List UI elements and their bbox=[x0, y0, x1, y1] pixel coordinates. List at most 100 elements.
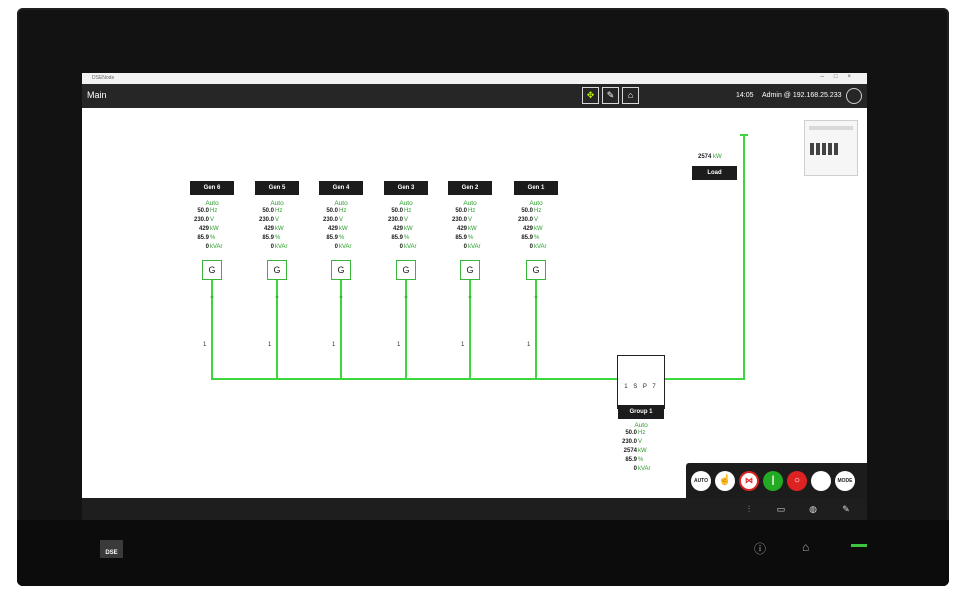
keyboard-icon[interactable]: ▭ bbox=[776, 504, 786, 514]
breaker-icon[interactable]: = bbox=[275, 295, 279, 301]
breaker-id: 1 bbox=[397, 342, 401, 348]
pen-icon[interactable]: ✎ bbox=[602, 87, 619, 104]
breaker-icon[interactable]: = bbox=[468, 295, 472, 301]
breaker-icon[interactable]: = bbox=[339, 295, 343, 301]
generator-kvar: 0kVAr bbox=[270, 244, 288, 250]
user-info: Admin @ 192.168.25.233 bbox=[762, 92, 842, 99]
toolbar: ✥ ✎ ⌂ bbox=[582, 87, 639, 104]
generator-v: 230.0V bbox=[517, 217, 539, 223]
generator-hz: 50.0Hz bbox=[197, 208, 218, 214]
generator-pf: 85.9% bbox=[521, 235, 540, 241]
screen-taskbar: ⫶ ▭ ◍ ✎ bbox=[82, 498, 867, 520]
move-icon[interactable]: ✥ bbox=[582, 87, 599, 104]
sliders-icon[interactable]: ⫶ bbox=[747, 504, 751, 514]
generator-hz: 50.0Hz bbox=[391, 208, 412, 214]
clock: 14:05 bbox=[736, 92, 754, 99]
generator-title: Gen 2 bbox=[448, 181, 492, 195]
breaker-id: 1 bbox=[461, 342, 465, 348]
breaker-icon[interactable]: = bbox=[534, 295, 538, 301]
control-buttons: AUTO ☝ ⋈ | ○ MODE bbox=[686, 463, 867, 498]
generator-kvar: 0kVAr bbox=[334, 244, 352, 250]
generator-mode: Auto bbox=[205, 200, 219, 207]
load-kw-value: 2574 kW bbox=[698, 154, 722, 160]
generator-symbol[interactable]: G bbox=[267, 260, 287, 280]
home-icon[interactable]: ⌂ bbox=[802, 540, 810, 554]
blank-button[interactable] bbox=[811, 471, 831, 491]
generator-feeder bbox=[340, 280, 342, 379]
app-header: Main ✥ ✎ ⌂ 14:05 Admin @ 192.168.25.233 bbox=[82, 84, 867, 108]
generator-v: 230.0V bbox=[451, 217, 473, 223]
mode-button[interactable]: MODE bbox=[835, 471, 855, 491]
stop-button[interactable]: ○ bbox=[787, 471, 807, 491]
breaker-icon[interactable]: = bbox=[404, 295, 408, 301]
page-title: Main bbox=[87, 90, 107, 100]
panel-thumbnail[interactable] bbox=[804, 120, 858, 176]
auto-button[interactable]: AUTO bbox=[691, 471, 711, 491]
globe-icon[interactable]: ◍ bbox=[809, 504, 817, 514]
load-arrow bbox=[740, 134, 748, 136]
window-controls[interactable]: –□× bbox=[821, 74, 861, 80]
generator-kvar: 0kVAr bbox=[205, 244, 223, 250]
hand-icon[interactable]: ☝ bbox=[715, 471, 735, 491]
generator-kw: 429kW bbox=[263, 226, 284, 232]
group-data: Auto 50.0Hz 230.0V 2574kW 85.9% 0kVAr bbox=[621, 422, 651, 472]
generator-feeder bbox=[211, 280, 213, 379]
load-label: Load bbox=[692, 166, 737, 180]
generator-symbol[interactable]: G bbox=[331, 260, 351, 280]
generator-hz: 50.0Hz bbox=[455, 208, 476, 214]
close-button[interactable]: × bbox=[847, 74, 861, 80]
generator-mode: Auto bbox=[334, 200, 348, 207]
generator-title: Gen 3 bbox=[384, 181, 428, 195]
generator-kvar: 0kVAr bbox=[529, 244, 547, 250]
minimize-button[interactable]: – bbox=[820, 74, 834, 80]
bezel-bottom bbox=[17, 520, 949, 586]
generator-mode: Auto bbox=[270, 200, 284, 207]
generator-pf: 85.9% bbox=[326, 235, 345, 241]
edit-icon[interactable]: ✎ bbox=[842, 504, 850, 514]
generator-symbol[interactable]: G bbox=[202, 260, 222, 280]
generator-title: Gen 1 bbox=[514, 181, 558, 195]
generator-pf: 85.9% bbox=[455, 235, 474, 241]
generator-kw: 429kW bbox=[522, 226, 543, 232]
generator-symbol[interactable]: G bbox=[526, 260, 546, 280]
generator-pf: 85.9% bbox=[391, 235, 410, 241]
breaker-id: 1 bbox=[203, 342, 207, 348]
generator-v: 230.0V bbox=[322, 217, 344, 223]
maximize-button[interactable]: □ bbox=[833, 74, 848, 80]
generator-feeder bbox=[469, 280, 471, 379]
generator-kw: 429kW bbox=[392, 226, 413, 232]
generator-symbol[interactable]: G bbox=[460, 260, 480, 280]
generator-pf: 85.9% bbox=[197, 235, 216, 241]
generator-hz: 50.0Hz bbox=[326, 208, 347, 214]
generator-kw: 429kW bbox=[327, 226, 348, 232]
breaker-id: 1 bbox=[332, 342, 336, 348]
generator-kvar: 0kVAr bbox=[399, 244, 417, 250]
generator-hz: 50.0Hz bbox=[262, 208, 283, 214]
generator-kw: 429kW bbox=[456, 226, 477, 232]
isolator-label: 1 S P 7 bbox=[624, 384, 658, 390]
generator-feeder bbox=[405, 280, 407, 379]
group-title: Group 1 bbox=[618, 405, 664, 419]
generator-symbol[interactable]: G bbox=[396, 260, 416, 280]
generator-title: Gen 5 bbox=[255, 181, 299, 195]
info-icon[interactable]: ⓘ bbox=[754, 542, 767, 556]
generator-pf: 85.9% bbox=[262, 235, 281, 241]
breaker-icon[interactable]: = bbox=[210, 295, 214, 301]
generator-v: 230.0V bbox=[387, 217, 409, 223]
generator-kvar: 0kVAr bbox=[463, 244, 481, 250]
breaker-id: 1 bbox=[527, 342, 531, 348]
stop-breaker-button[interactable]: ⋈ bbox=[739, 471, 759, 491]
generator-hz: 50.0Hz bbox=[521, 208, 542, 214]
breaker-id: 1 bbox=[268, 342, 272, 348]
status-led bbox=[851, 544, 867, 547]
start-button[interactable]: | bbox=[763, 471, 783, 491]
generator-v: 230.0V bbox=[193, 217, 215, 223]
group-breaker[interactable]: 1 S P 7 bbox=[617, 355, 665, 409]
home-icon[interactable]: ⌂ bbox=[622, 87, 639, 104]
avatar[interactable] bbox=[846, 88, 862, 104]
generator-title: Gen 6 bbox=[190, 181, 234, 195]
